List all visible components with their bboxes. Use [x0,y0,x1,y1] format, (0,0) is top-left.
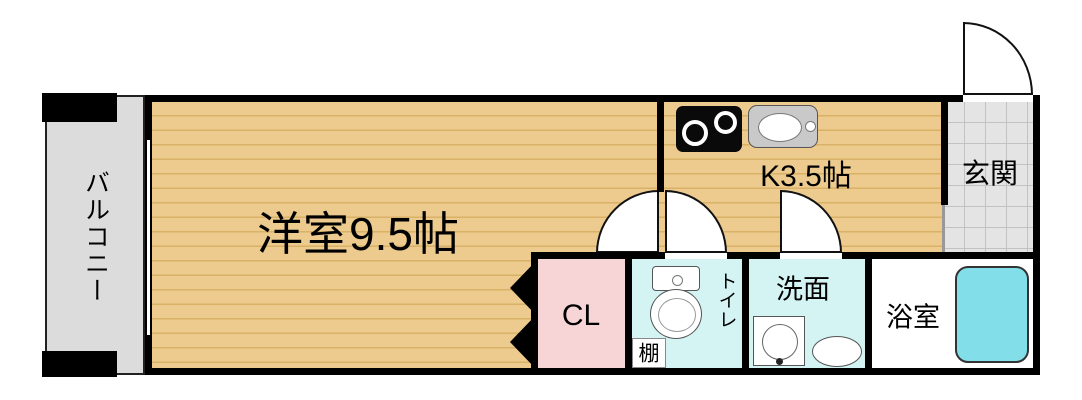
wall-top [145,95,963,102]
room-closet [538,259,625,368]
wall-mid-b [727,252,780,259]
faucet-icon [805,121,816,132]
wall-main-kitchen [657,95,664,192]
wall-left-upper [145,95,152,140]
toilet-bowl-inner [658,298,696,332]
balcony-divider-top [42,93,117,122]
stove-burner-icon [682,120,708,146]
kitchen-label: K3.5帖 [760,160,852,193]
bathtub [955,266,1029,363]
sink-basin-icon [758,113,802,142]
closet-door-mark [510,315,536,369]
stove-burner-icon [714,111,737,134]
washing-machine-icon [753,316,805,366]
shelf [632,338,666,368]
toilet-label: トイレ [715,271,737,329]
door-arc-entrance [963,22,1033,95]
balcony-area [45,95,145,375]
wall-bottom [145,368,1040,375]
wash-basin-icon [812,336,862,367]
wall-mid-a [531,252,665,259]
wall-left-lower [145,335,152,375]
washroom-label: 洗面 [776,274,830,305]
kitchen-sink-icon [748,105,818,148]
bathroom-label: 浴室 [886,302,940,333]
entrance-label: 玄関 [961,158,1019,189]
wall-mid-c [842,252,1040,259]
toilet-tank-icon [652,266,700,291]
wall-entrance [941,95,948,205]
washing-machine-drum-icon [762,324,798,360]
wall-right [1033,95,1040,375]
room-entrance [944,102,1033,252]
washing-machine-dot [776,358,783,365]
wall-toilet-right [742,252,749,375]
entrance-step-line [942,205,945,252]
stove-icon [676,106,742,152]
closet-label: CL [561,299,601,332]
closet-door-mark [510,261,536,315]
shelf-label: 棚 [638,342,660,366]
balcony-label: バルコニー [81,169,110,305]
wall-washroom-right [865,252,872,375]
balcony-divider-bottom [42,351,117,377]
wall-closet-right [625,252,632,375]
balcony-window [145,140,152,335]
toilet-bowl-icon [650,289,702,339]
main-room-label: 洋室9.5帖 [257,208,459,260]
toilet-flush-icon [672,275,683,286]
